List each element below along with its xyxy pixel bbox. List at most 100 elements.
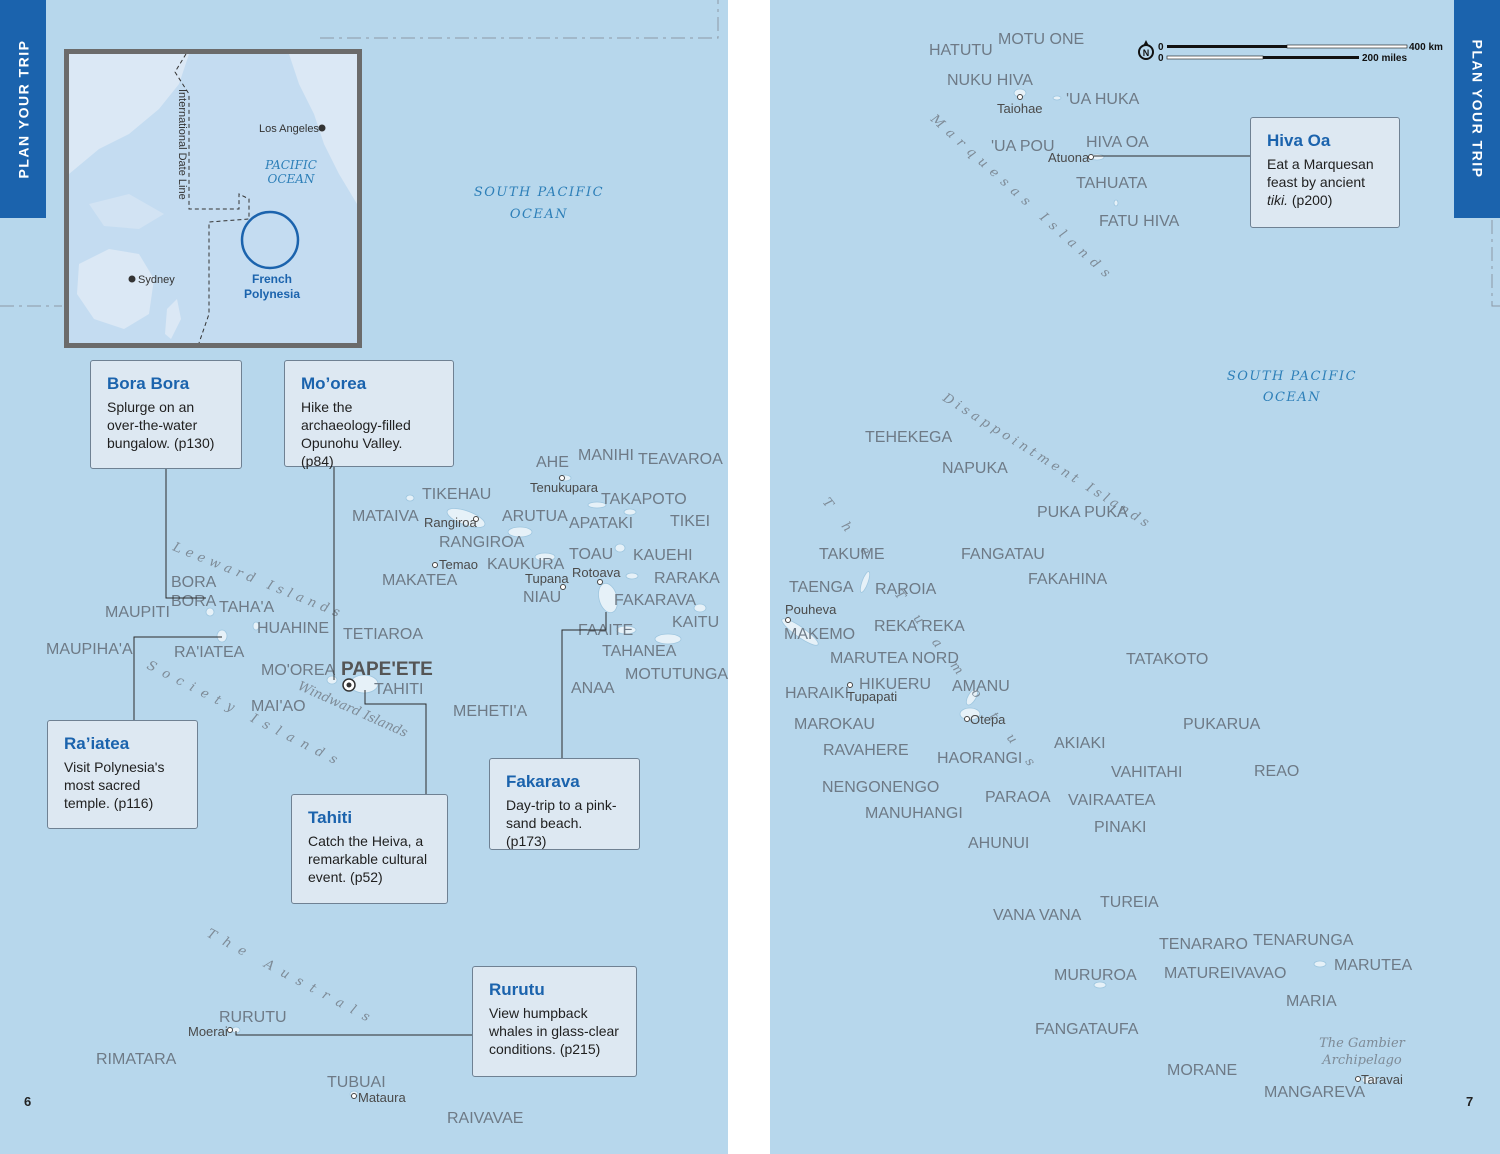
island-label: PARAOA (985, 789, 1051, 806)
scale-km-label: 400 km (1409, 42, 1443, 53)
island-tahanea-shape (654, 633, 682, 645)
ocean-label: OCEAN (1263, 390, 1321, 405)
town-markers: Tenukupara Rangiroa Temao Tupana Rotoava… (188, 475, 621, 1105)
callout-text: Catch the Heiva, a remarkable cultural e… (308, 833, 428, 885)
island-mururoa-shape (1093, 981, 1107, 989)
island-label: MO'OREA (261, 662, 336, 679)
callout-text: Visit Polynesia's most sacred temple. (p… (64, 759, 165, 811)
island-label: HUAHINE (257, 620, 329, 637)
scale-mi-bar-light (1166, 55, 1264, 60)
callout-title: Fakarava (506, 772, 580, 791)
island-label: RAIVAVAE (447, 1110, 523, 1127)
callout-raiatea: Ra’iatea Visit Polynesia's most sacred t… (47, 720, 198, 829)
island-takapoto-shape (623, 508, 637, 516)
inset-date-line (174, 54, 250, 343)
island-label: MAROKAU (794, 716, 875, 733)
island-label: TUBUAI (327, 1074, 386, 1091)
capital-marker-dot (346, 682, 352, 688)
leader-raiatea (133, 636, 222, 720)
group-society-islands: Society Islands (144, 658, 347, 771)
island-label: PUKA PUKA (1037, 504, 1128, 521)
island-label: MANIHI (578, 447, 634, 464)
island-label: MAKEMO (784, 626, 855, 643)
island-label: NENGONENGO (822, 779, 939, 796)
territory-boundary-east (1491, 220, 1500, 307)
island-kaitu-shape (693, 603, 707, 613)
group-leeward-islands: Leeward Islands (170, 539, 347, 622)
island-makemo-shape (781, 618, 819, 646)
callout-title: Mo’orea (301, 374, 367, 393)
island-raraka-shape (625, 572, 639, 580)
island-label: MARUTEA NORD (830, 650, 959, 667)
inset-ocean-label: PACIFIC (264, 158, 317, 172)
island-label: VANA VANA (993, 907, 1082, 924)
island-label: BORA (171, 574, 217, 591)
island-label: TETIAROA (343, 626, 423, 643)
island-label: BORA (171, 593, 217, 610)
island-label: KAUEHI (633, 547, 693, 564)
island-label: HARAIKI (785, 685, 849, 702)
island-label: TATAKOTO (1126, 651, 1208, 668)
scale-km-bar-light (1286, 44, 1408, 49)
island-label: TEAVAROA (638, 451, 723, 468)
town-dot (559, 475, 565, 481)
callout-text-part: Eat a Marquesan feast by ancient (1267, 156, 1374, 190)
island-label: TAHITI (374, 681, 423, 698)
town-dot (847, 682, 853, 688)
leader-tahiti (364, 690, 427, 794)
scale-km-zero: 0 (1158, 42, 1164, 53)
island-shapes (205, 474, 707, 1098)
group-gambier-archipelago: The Gambier (1319, 1036, 1406, 1051)
island-label: 'UA POU (991, 138, 1055, 155)
town-label: Atuona (1048, 150, 1090, 165)
island-label: AMANU (952, 678, 1010, 695)
scale-miles-zero: 0 (1158, 53, 1164, 64)
island-label: MATUREIVAVAO (1164, 965, 1286, 982)
island-label: MORANE (1167, 1062, 1237, 1079)
town-dot (1088, 154, 1094, 160)
island-label: TAHA'A (219, 599, 275, 616)
island-label: HIVA OA (1086, 134, 1149, 151)
island-toau-shape (614, 543, 626, 553)
island-label: RA'IATEA (174, 644, 245, 661)
callout-title: Bora Bora (107, 374, 190, 393)
island-label: FANGATAUFA (1035, 1021, 1139, 1038)
island-label: RARAKA (654, 570, 720, 587)
town-label: Rotoava (572, 565, 621, 580)
island-label: FAKAHINA (1028, 571, 1107, 588)
island-label: TAENGA (789, 579, 854, 596)
island-label: MEHETI'A (453, 703, 528, 720)
island-label: AHUNUI (968, 835, 1029, 852)
inset-city-dot (318, 124, 326, 132)
island-label: TENARARO (1159, 936, 1248, 953)
island-label: TUREIA (1100, 894, 1159, 911)
callout-tahiti: Tahiti Catch the Heiva, a remarkable cul… (291, 794, 448, 904)
town-dot (964, 716, 970, 722)
callout-moorea: Mo’orea Hike the archaeology-filled Opun… (284, 360, 454, 469)
callout-text: Splurge on an over-the-water bungalow. (… (107, 399, 215, 451)
island-label: NIAU (523, 589, 561, 606)
callout-rurutu: Rurutu View humpback whales in glass-cle… (472, 966, 637, 1077)
ocean-label: OCEAN (510, 207, 568, 222)
town-label: Mataura (358, 1090, 406, 1105)
island-label: TEHEKEGA (865, 429, 952, 446)
island-label: RANGIROA (439, 534, 525, 551)
island-label: FAKARAVA (614, 592, 696, 609)
island-label: AKIAKI (1054, 735, 1106, 752)
island-fakarava-shape (598, 582, 618, 614)
island-label: REAO (1254, 763, 1299, 780)
island-label: RIMATARA (96, 1051, 177, 1068)
island-label: HIKUERU (859, 676, 931, 693)
callout-text-part: (p200) (1288, 192, 1333, 208)
town-label: Tupapati (847, 689, 897, 704)
island-label: REKA REKA (874, 618, 965, 635)
island-label: TAHANEA (602, 643, 677, 660)
island-label: ARUTUA (502, 508, 568, 525)
town-label: Taiohae (997, 101, 1043, 116)
island-label: KAUKURA (487, 556, 565, 573)
section-tab-label: PLAN YOUR TRIP (15, 39, 32, 179)
right-map: N 0 0 400 km 200 miles SOUTH PACIFIC OCE… (781, 31, 1500, 1101)
island-label: NAPUKA (942, 460, 1008, 477)
town-label: Tupana (525, 571, 569, 586)
island-arutua-shape (507, 526, 533, 538)
